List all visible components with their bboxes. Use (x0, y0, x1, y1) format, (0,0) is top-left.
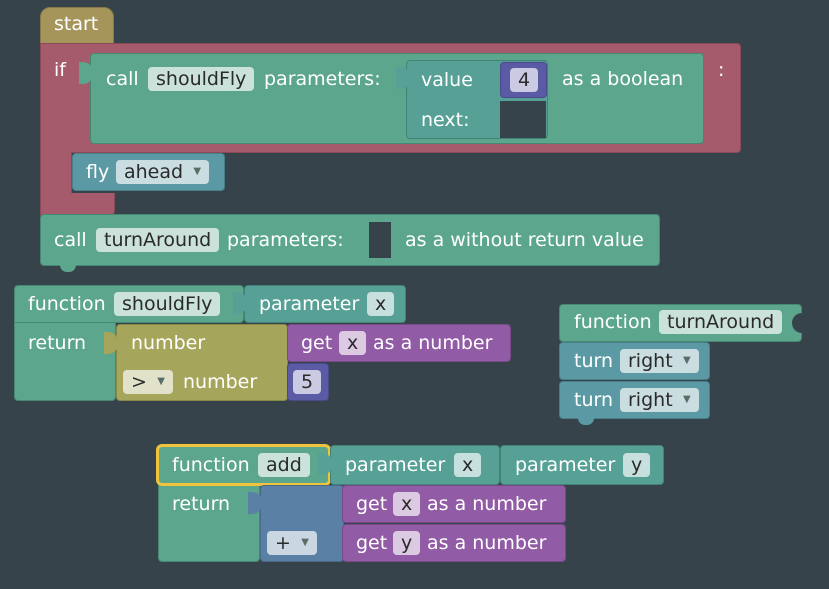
function-add-label: function (172, 454, 250, 476)
number-5-field[interactable]: 5 (293, 370, 322, 394)
call-turnaround-parameters-label: parameters: (227, 229, 344, 251)
call-shouldfly-name-field[interactable]: shouldFly (148, 67, 255, 91)
function-shouldfly-label: function (28, 293, 106, 315)
chevron-down-icon: ▼ (157, 376, 165, 387)
return-type-void: as a without return value (405, 229, 644, 251)
value-label: value (421, 69, 473, 91)
get-x-type-label: as a number (373, 332, 493, 354)
turn-direction-value-1: right (628, 350, 673, 372)
get-add-x-type-label: as a number (427, 493, 547, 515)
next-empty-slot[interactable] (500, 101, 546, 138)
fly-label: fly (86, 161, 110, 183)
parameters-label: parameters: (264, 68, 381, 90)
turn-direction-dropdown-2[interactable]: right ▼ (620, 388, 699, 412)
turn-direction-value-2: right (628, 389, 673, 411)
add-return-label: return (172, 493, 231, 515)
call-turnaround-label: call (54, 229, 87, 251)
turn-label-1: turn (574, 350, 614, 372)
get-add-y-label: get (356, 532, 388, 554)
chevron-down-icon: ▼ (682, 394, 691, 405)
start-hat-block[interactable] (40, 7, 114, 45)
parameter-x-connector (233, 292, 247, 314)
chevron-down-icon: ▼ (193, 166, 202, 177)
get-add-x-block[interactable] (342, 485, 566, 523)
arithmetic-connector (248, 492, 262, 514)
get-add-x-label: get (356, 493, 388, 515)
value-next-connector (396, 67, 410, 89)
function-add-name-field[interactable]: add (258, 453, 310, 477)
function-shouldfly-name-field[interactable]: shouldFly (114, 292, 221, 316)
else-marker: : (718, 59, 725, 81)
call-turnaround-bottom-notch (60, 265, 76, 272)
parameter-add-x-connector (318, 453, 332, 475)
parameters-empty-slot[interactable] (369, 222, 391, 258)
arithmetic-operator-value: + (275, 532, 291, 554)
if-label: if (54, 59, 66, 81)
turn-label-2: turn (574, 389, 614, 411)
parameter-x-field[interactable]: x (367, 292, 395, 316)
call-turnaround-name-field[interactable]: turnAround (96, 228, 220, 252)
call-label: call (106, 68, 139, 90)
parameter-x-label: parameter (259, 293, 360, 315)
parameter-add-x-field[interactable]: x (454, 453, 482, 477)
number-compare-connector (104, 332, 118, 354)
compare-operator-value: > (131, 371, 147, 393)
turn-direction-dropdown-1[interactable]: right ▼ (620, 349, 699, 373)
parameter-add-x-block[interactable] (330, 445, 500, 485)
compare-operator-dropdown[interactable]: > ▼ (123, 370, 173, 394)
return-type-boolean: as a boolean (562, 68, 684, 90)
parameter-add-y-field[interactable]: y (623, 453, 651, 477)
next-label: next: (421, 109, 470, 131)
parameter-add-y-label: parameter (515, 454, 616, 476)
chevron-down-icon: ▼ (682, 355, 691, 366)
turn-right-bottom-notch (578, 418, 594, 425)
fly-direction-dropdown[interactable]: ahead ▼ (116, 160, 210, 184)
function-shouldfly-return-row[interactable] (14, 322, 116, 401)
return-label: return (28, 332, 87, 354)
number-4-field[interactable]: 4 (510, 68, 539, 92)
get-x-block[interactable] (287, 324, 511, 362)
fly-direction-value: ahead (124, 161, 184, 183)
chevron-down-icon: ▼ (301, 537, 309, 548)
number-label: number (131, 332, 206, 354)
if-block-foot[interactable] (40, 193, 115, 215)
get-add-y-variable-field[interactable]: y (393, 531, 421, 555)
function-turnaround-name-field[interactable]: turnAround (659, 310, 783, 334)
start-label: start (54, 13, 99, 35)
parameter-add-x-label: parameter (345, 454, 446, 476)
function-turnaround-label: function (574, 311, 652, 333)
number-label-2: number (183, 371, 258, 393)
arithmetic-operator-dropdown[interactable]: + ▼ (267, 531, 317, 555)
get-add-x-variable-field[interactable]: x (393, 492, 421, 516)
call-shouldfly-connector (79, 62, 93, 84)
get-x-variable-field[interactable]: x (339, 331, 367, 355)
function-turnaround-end-notch (792, 313, 803, 333)
get-add-y-block[interactable] (342, 524, 566, 562)
get-label: get (301, 332, 333, 354)
get-add-y-type-label: as a number (427, 532, 547, 554)
